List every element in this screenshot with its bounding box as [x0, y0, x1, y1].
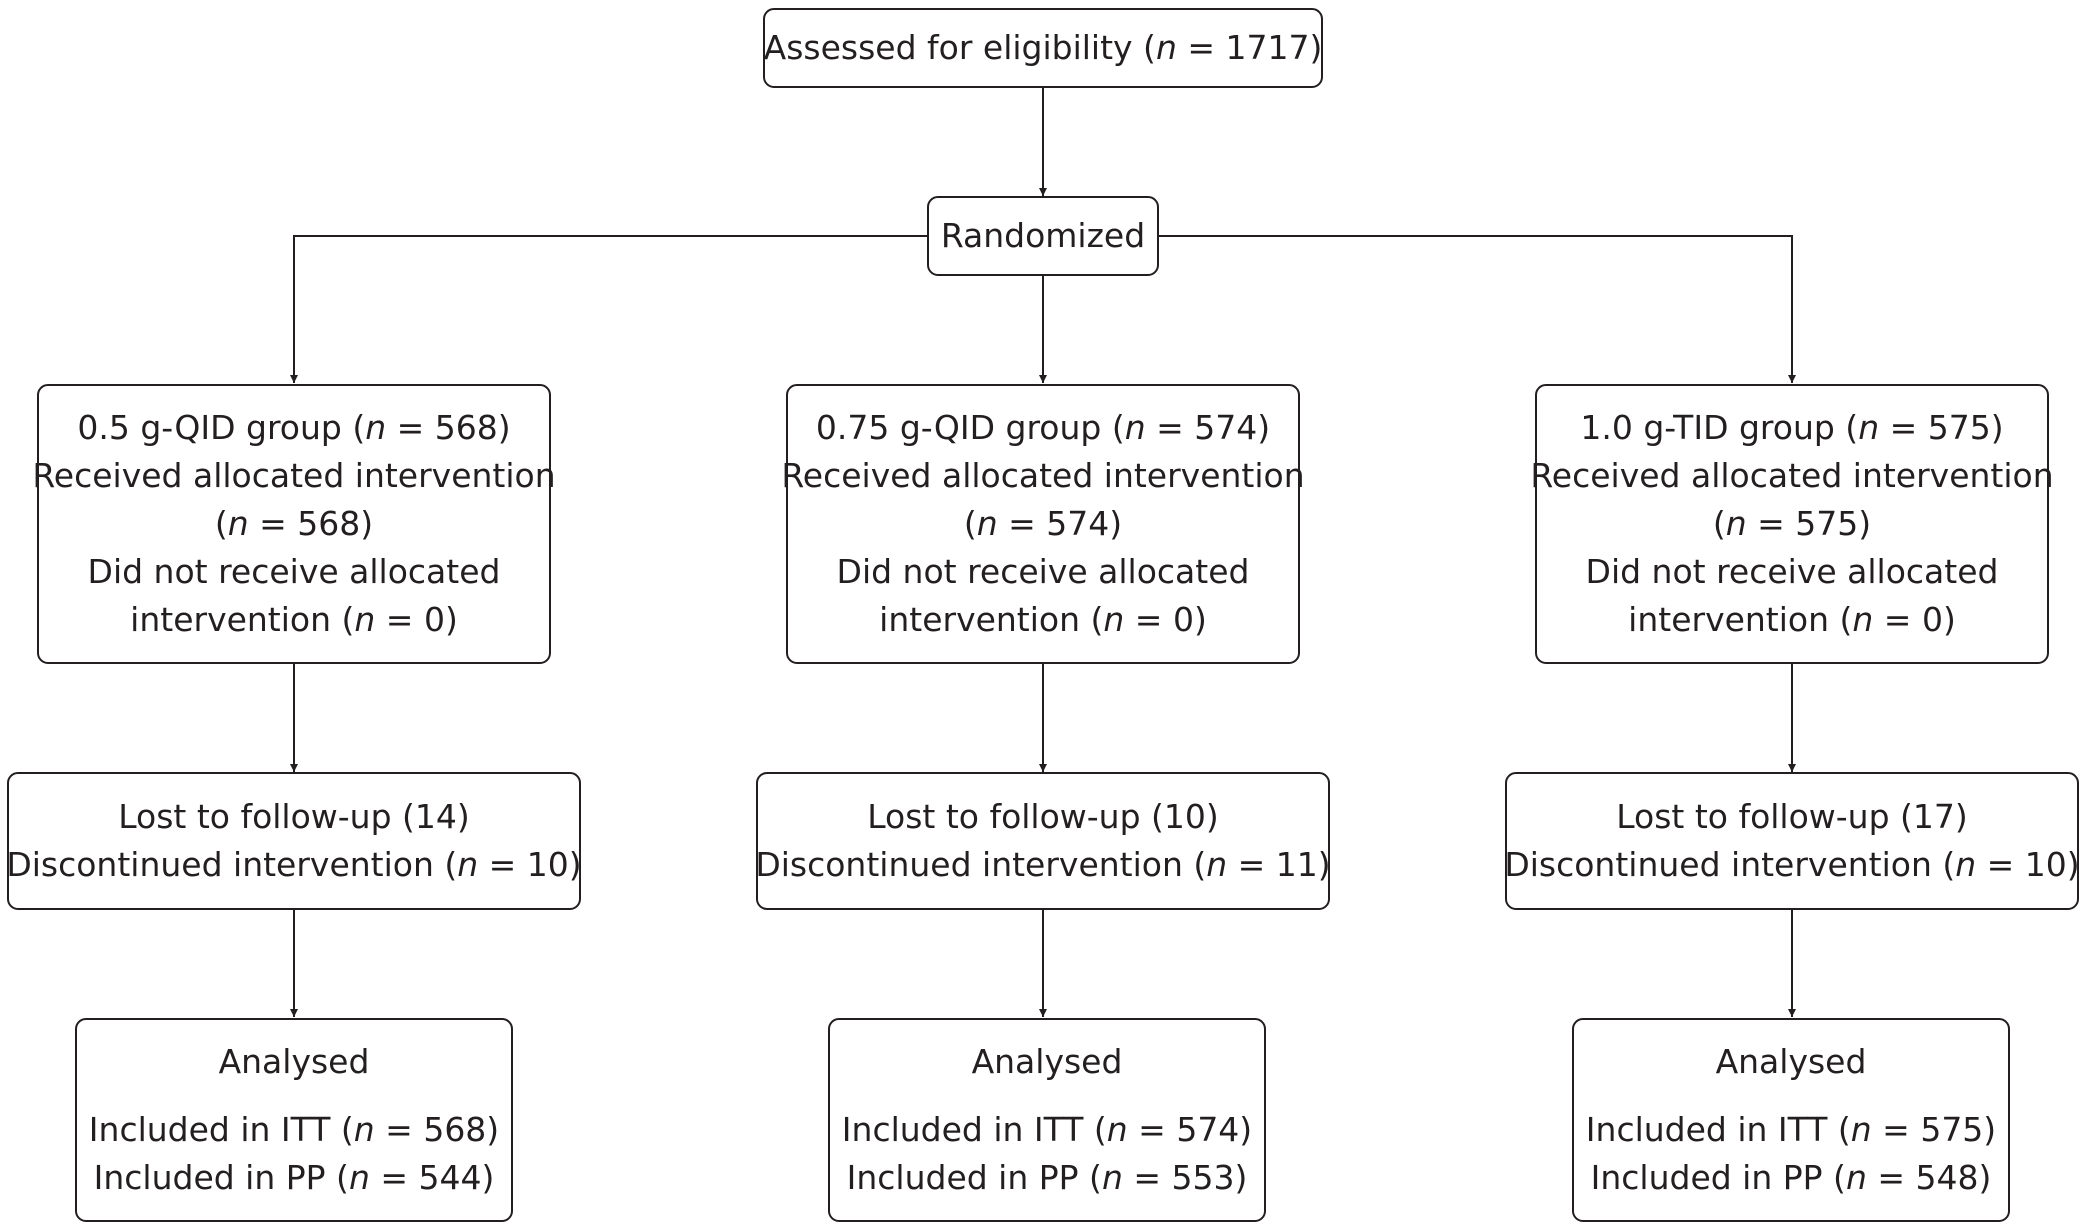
randomized-box: Randomized — [927, 196, 1159, 276]
arm-1-analysed-box: Analysed Included in ITT (n = 568) Inclu… — [75, 1018, 513, 1222]
arm-2-analysed-label: Analysed — [971, 1042, 1123, 1081]
arm-3-itt: Included in ITT (n = 575) — [1585, 1110, 1997, 1149]
arm-1-group-title: 0.5 g-QID group (n = 568) — [77, 408, 511, 447]
connector-left-branch — [290, 235, 927, 383]
arm-2-itt: Included in ITT (n = 574) — [841, 1110, 1253, 1149]
assessed-text: Assessed for eligibility (n = 1717) — [763, 28, 1323, 67]
arm-2-group-title: 0.75 g-QID group (n = 574) — [815, 408, 1271, 447]
arm-2-followup-box: Lost to follow-up (10) Discontinued inte… — [755, 772, 1331, 910]
arm-3-not-received-count: intervention (n = 0) — [1628, 600, 1956, 639]
arm-3-analysed-box: Analysed Included in ITT (n = 575) Inclu… — [1572, 1018, 2010, 1222]
arm-1-not-received-label: Did not receive allocated — [87, 552, 501, 591]
arm-2-not-received-count: intervention (n = 0) — [879, 600, 1207, 639]
arm-3-discontinued: Discontinued intervention (n = 10) — [1504, 845, 2080, 884]
arm-2-analysed-box: Analysed Included in ITT (n = 574) Inclu… — [828, 1018, 1266, 1222]
arm-2-pp: Included in PP (n = 553) — [846, 1158, 1248, 1197]
arm-3-allocation-box: 1.0 g-TID group (n = 575) Received alloc… — [1530, 384, 2054, 664]
arm-2-lost-to-followup: Lost to follow-up (10) — [867, 797, 1219, 836]
arm-3-received-label: Received allocated intervention — [1530, 456, 2054, 495]
arm-1-discontinued: Discontinued intervention (n = 10) — [6, 845, 582, 884]
arm-3-received-count: (n = 575) — [1712, 504, 1872, 543]
arm-1-lost-to-followup: Lost to follow-up (14) — [118, 797, 470, 836]
arm-1-itt: Included in ITT (n = 568) — [88, 1110, 500, 1149]
arm-1-not-received-count: intervention (n = 0) — [130, 600, 458, 639]
arm-1-analysed-label: Analysed — [218, 1042, 370, 1081]
randomized-label: Randomized — [940, 216, 1146, 255]
arm-2-received-count: (n = 574) — [963, 504, 1123, 543]
arm-3-group-title: 1.0 g-TID group (n = 575) — [1580, 408, 2004, 447]
arm-2-received-label: Received allocated intervention — [781, 456, 1305, 495]
arm-1-received-label: Received allocated intervention — [32, 456, 556, 495]
arm-1-pp: Included in PP (n = 544) — [93, 1158, 495, 1197]
arm-1-allocation-box: 0.5 g-QID group (n = 568) Received alloc… — [32, 384, 556, 664]
arm-3-followup-box: Lost to follow-up (17) Discontinued inte… — [1504, 772, 2080, 910]
arm-3-lost-to-followup: Lost to follow-up (17) — [1616, 797, 1968, 836]
connector-right-branch — [1159, 235, 1796, 383]
arm-3-pp: Included in PP (n = 548) — [1590, 1158, 1992, 1197]
assessed-box: Assessed for eligibility (n = 1717) — [763, 8, 1323, 88]
arm-1-received-count: (n = 568) — [214, 504, 374, 543]
arm-3-not-received-label: Did not receive allocated — [1585, 552, 1999, 591]
arm-2-not-received-label: Did not receive allocated — [836, 552, 1250, 591]
arm-1-followup-box: Lost to follow-up (14) Discontinued inte… — [6, 772, 582, 910]
arm-2-discontinued: Discontinued intervention (n = 11) — [755, 845, 1331, 884]
arm-2-allocation-box: 0.75 g-QID group (n = 574) Received allo… — [781, 384, 1305, 664]
arm-3-analysed-label: Analysed — [1715, 1042, 1867, 1081]
